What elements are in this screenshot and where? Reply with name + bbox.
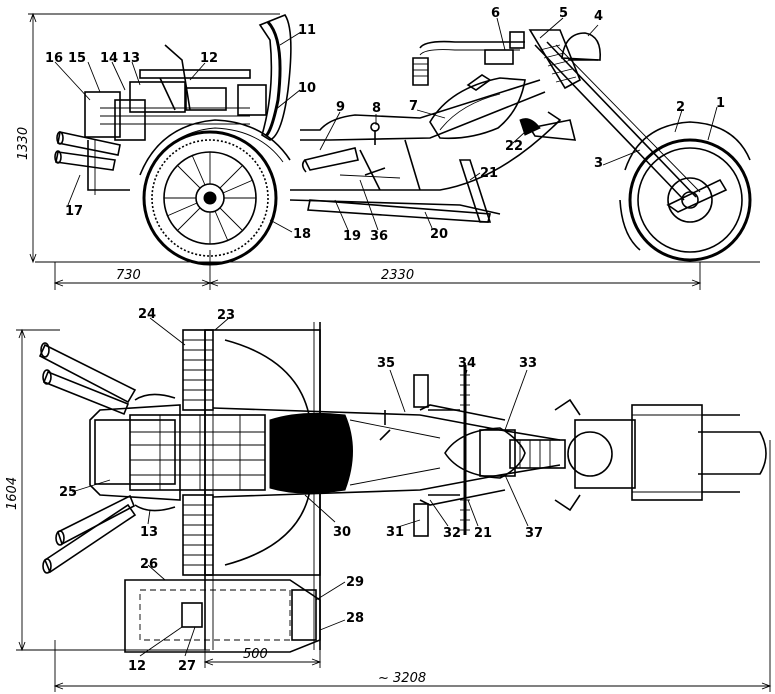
engine-block [84,44,267,195]
callout-12: 12 [200,51,218,66]
callout-p33: 33 [519,356,537,371]
callout-p32: 32 [443,526,461,541]
plan-steering [509,398,767,512]
callout-p28: 28 [346,611,364,626]
controls [364,122,386,176]
handlebar [412,31,525,86]
seat [258,14,359,173]
callout-p21: 21 [474,526,492,541]
callout-13: 13 [122,51,140,66]
plan-frame [212,404,561,506]
callout-p27: 27 [178,659,196,674]
plan-view [38,322,767,653]
callout-9: 9 [336,100,345,115]
plan-callouts: 23 24 25 13 26 12 27 28 29 30 31 32 21 3… [59,307,543,674]
callout-16: 16 [45,51,63,66]
callout-p30: 30 [333,525,351,540]
dim-len-base: 2330 [381,268,414,283]
callout-20: 20 [430,227,448,242]
side-callouts: 1 2 3 4 5 6 7 8 9 10 11 12 13 14 15 16 1… [45,6,725,244]
callout-2: 2 [676,100,685,115]
side-view [35,14,760,266]
callout-22: 22 [505,139,523,154]
callout-10: 10 [298,81,316,96]
headlamp [561,32,602,61]
callout-p31: 31 [386,525,404,540]
callout-6: 6 [491,6,500,21]
callout-18: 18 [293,227,311,242]
dim-len-rear: 730 [116,268,141,283]
callout-1: 1 [716,96,725,111]
plan-rear-wheels [182,329,214,576]
exhaust-pipes [54,131,121,171]
callout-36: 36 [370,229,388,244]
plan-engine [89,393,266,512]
callout-8: 8 [372,101,381,116]
plan-handlebar [413,365,470,537]
callout-p13: 13 [140,525,158,540]
callout-p23: 23 [217,308,235,323]
callout-11: 11 [298,23,316,38]
plan-exhaust [38,342,137,574]
dim-width-plan: 1604 [5,477,20,510]
plan-dimensions: 1604 500 ~ 3208 [5,328,772,692]
callout-5: 5 [559,6,568,21]
dim-len-total: ~ 3208 [378,671,426,686]
callout-p25: 25 [59,485,77,500]
side-dimensions: 1330 730 2330 [16,12,702,290]
callout-p12: 12 [128,659,146,674]
callout-p24: 24 [138,307,156,322]
callout-14: 14 [100,51,118,66]
callout-3: 3 [594,156,603,171]
front-wheel [619,121,752,262]
callout-19: 19 [343,229,361,244]
rear-wheel [139,119,291,266]
plan-tank [444,427,526,479]
callout-p37: 37 [525,526,543,541]
callout-p26: 26 [140,557,158,572]
callout-15: 15 [68,51,86,66]
side-leaders [54,17,718,233]
plan-leaders [71,316,529,657]
dim-height-side: 1330 [16,127,31,160]
callout-4: 4 [594,9,603,24]
callout-p34: 34 [458,356,476,371]
fuel-tank [429,74,526,140]
callout-17: 17 [65,204,83,219]
callout-p35: 35 [377,356,395,371]
dim-len-box: 500 [243,647,268,662]
callout-7: 7 [409,99,418,114]
front-fork [528,29,701,201]
plan-side-box [124,579,321,653]
callout-21: 21 [480,166,498,181]
horn [519,118,577,141]
callout-p29: 29 [346,575,364,590]
plan-seat [269,412,353,494]
